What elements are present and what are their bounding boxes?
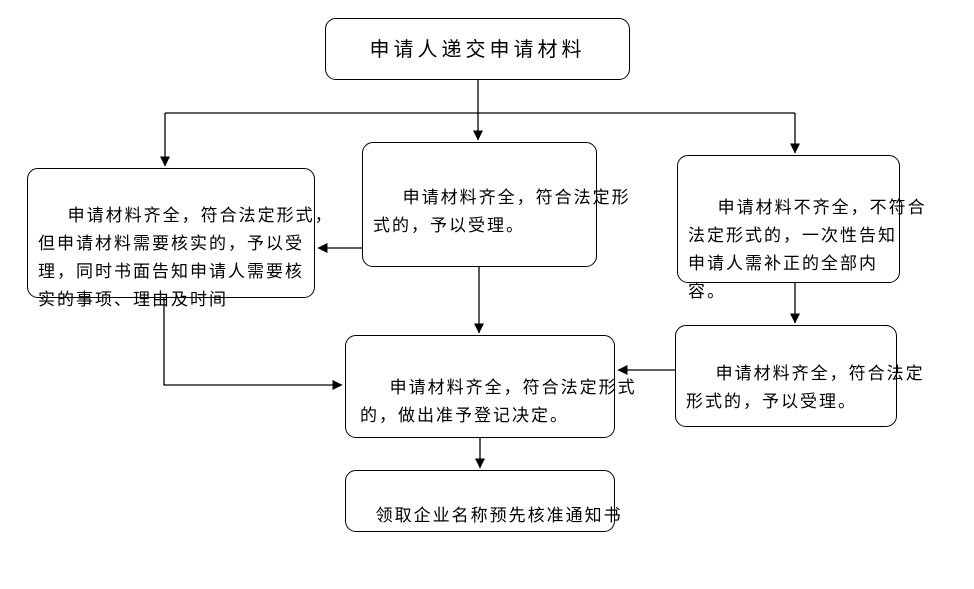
node-accept-with-verification: 申请材料齐全，符合法定形式， 但申请材料需要核实的，予以受 理，同时书面告知申请…	[27, 168, 332, 310]
node-receive-preapproval-notice-label: 领取企业名称预先核准通知书	[375, 506, 623, 526]
node-incomplete-notify-correction-label: 申请材料不齐全，不符合 法定形式的，一次性告知 申请人需补正的全部内 容。	[688, 198, 927, 302]
node-receive-preapproval-notice: 领取企业名称预先核准通知书	[345, 470, 621, 532]
node-applicant-submits: 申请人递交申请材料	[325, 18, 630, 80]
node-incomplete-notify-correction: 申请材料不齐全，不符合 法定形式的，一次性告知 申请人需补正的全部内 容。	[677, 155, 925, 302]
node-approve-registration-decision: 申请材料齐全，符合法定形式 的，做出准予登记决定。	[345, 335, 635, 438]
node-accept-with-verification-label: 申请材料齐全，符合法定形式， 但申请材料需要核实的，予以受 理，同时书面告知申请…	[38, 206, 334, 310]
node-approve-registration-decision-label: 申请材料齐全，符合法定形式 的，做出准予登记决定。	[360, 378, 637, 426]
node-accept-complete-label: 申请材料齐全，符合法定形 式的，予以受理。	[373, 188, 631, 236]
node-accept-complete: 申请材料齐全，符合法定形 式的，予以受理。	[362, 142, 629, 267]
node-accept-after-correction: 申请材料齐全，符合法定 形式的，予以受理。	[675, 325, 923, 427]
node-accept-after-correction-label: 申请材料齐全，符合法定 形式的，予以受理。	[686, 364, 925, 412]
node-applicant-submits-label: 申请人递交申请材料	[369, 37, 586, 61]
